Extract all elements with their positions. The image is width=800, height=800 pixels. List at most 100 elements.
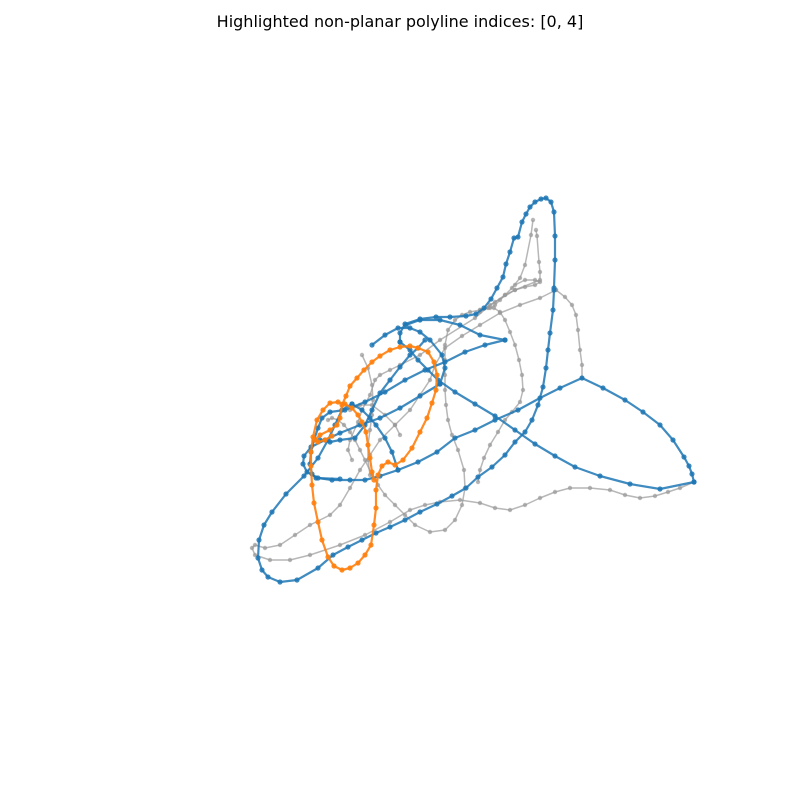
gray-vertex-marker: [577, 347, 583, 353]
blue-vertex-marker: [439, 352, 445, 358]
blue-vertex-marker: [519, 219, 525, 225]
blue-vertex-marker: [532, 441, 538, 447]
gray-vertex-marker: [249, 545, 255, 551]
orange-vertex-marker: [397, 344, 403, 350]
blue-vertex-marker: [488, 296, 494, 302]
orange-vertex-marker: [373, 487, 379, 493]
gray-vertex-marker: [452, 517, 458, 523]
blue-vertex-marker: [315, 455, 321, 461]
gray-vertex-marker: [528, 232, 534, 238]
gray-vertex-marker: [437, 337, 443, 343]
gray-vertex-marker: [397, 432, 403, 438]
blue-vertex-marker: [691, 479, 697, 485]
blue-vertex-marker: [256, 537, 262, 543]
gray-vertex-marker: [449, 432, 455, 438]
orange-vertex-marker: [308, 463, 314, 469]
gray-vertex-marker: [487, 442, 493, 448]
blue-vertex-marker: [482, 342, 488, 348]
orange-vertex-marker: [363, 429, 369, 435]
gray-vertex-marker: [367, 427, 373, 433]
blue-polyline-15: [349, 401, 401, 473]
blue-polyline-14: [255, 287, 557, 585]
gray-polyline-4: [359, 352, 376, 478]
blue-vertex-marker: [552, 257, 558, 263]
blue-vertex-marker: [434, 449, 440, 455]
gray-vertex-marker: [579, 362, 585, 368]
gray-vertex-marker: [472, 315, 478, 321]
gray-vertex-marker: [637, 495, 643, 501]
gray-vertex-marker: [287, 557, 293, 563]
blue-vertex-marker: [472, 427, 478, 433]
blue-vertex-marker: [313, 475, 319, 481]
gray-vertex-marker: [477, 467, 483, 473]
gray-vertex-marker: [337, 542, 343, 548]
gray-vertex-marker: [491, 305, 497, 311]
gray-polyline-path: [477, 307, 524, 483]
blue-vertex-marker: [527, 204, 533, 210]
gray-polyline-path: [555, 289, 583, 378]
orange-vertex-marker: [347, 383, 353, 389]
blue-vertex-marker: [382, 435, 388, 441]
orange-vertex-marker: [331, 563, 337, 569]
blue-vertex-marker: [447, 314, 453, 320]
blue-vertex-marker: [319, 415, 325, 421]
gray-vertex-marker: [481, 455, 487, 461]
gray-vertex-marker: [537, 495, 543, 501]
gray-polyline-7: [475, 305, 526, 485]
blue-vertex-marker: [315, 425, 321, 431]
blue-vertex-marker: [417, 509, 423, 515]
blue-vertex-marker: [477, 332, 483, 338]
gray-vertex-marker: [569, 302, 575, 308]
blue-vertex-marker: [543, 195, 549, 201]
gray-polyline-path: [479, 279, 541, 313]
gray-vertex-marker: [357, 447, 363, 453]
blue-vertex-marker: [622, 397, 628, 403]
blue-vertex-marker: [373, 530, 379, 536]
blue-vertex-marker: [540, 384, 546, 390]
blue-vertex-marker: [548, 199, 554, 205]
blue-vertex-marker: [315, 565, 321, 571]
blue-vertex-marker: [382, 389, 388, 395]
gray-vertex-marker: [522, 262, 528, 268]
blue-vertex-marker: [442, 365, 448, 371]
blue-vertex-marker: [373, 422, 379, 428]
gray-vertex-marker: [359, 352, 365, 358]
gray-vertex-marker: [455, 447, 461, 453]
orange-vertex-marker: [407, 343, 413, 349]
blue-vertex-marker: [415, 357, 421, 363]
blue-vertex-marker: [473, 311, 479, 317]
orange-vertex-marker: [327, 400, 333, 406]
blue-vertex-marker: [347, 477, 353, 483]
gray-vertex-marker: [407, 507, 413, 513]
gray-vertex-marker: [522, 284, 528, 290]
gray-vertex-marker: [534, 233, 540, 239]
gray-vertex-marker: [537, 269, 543, 275]
gray-vertex-marker: [532, 277, 538, 283]
gray-vertex-marker: [461, 467, 467, 473]
blue-polyline-path: [399, 341, 695, 491]
gray-vertex-marker: [422, 502, 428, 508]
gray-vertex-marker: [407, 407, 413, 413]
blue-vertex-marker: [502, 337, 508, 343]
blue-vertex-marker: [437, 381, 443, 387]
blue-vertex-marker: [337, 476, 343, 482]
chart-title: Highlighted non-planar polyline indices:…: [216, 12, 584, 31]
blue-vertex-marker: [492, 417, 498, 423]
blue-vertex-marker: [407, 352, 413, 358]
blue-vertex-marker: [462, 349, 468, 355]
blue-vertex-marker: [407, 325, 413, 331]
blue-vertex-marker: [457, 322, 463, 328]
blue-vertex-marker: [337, 430, 343, 436]
blue-vertex-marker: [395, 467, 401, 473]
gray-vertex-marker: [477, 500, 483, 506]
gray-vertex-marker: [392, 502, 398, 508]
gray-vertex-marker: [382, 492, 388, 498]
gray-vertex-marker: [475, 479, 481, 485]
blue-vertex-marker: [362, 477, 368, 483]
blue-vertex-marker: [681, 454, 687, 460]
gray-vertex-marker: [341, 422, 347, 428]
blue-vertex-marker: [349, 401, 355, 407]
orange-polyline-17: [308, 345, 440, 573]
blue-vertex-marker: [551, 209, 557, 215]
blue-vertex-marker: [301, 473, 307, 479]
